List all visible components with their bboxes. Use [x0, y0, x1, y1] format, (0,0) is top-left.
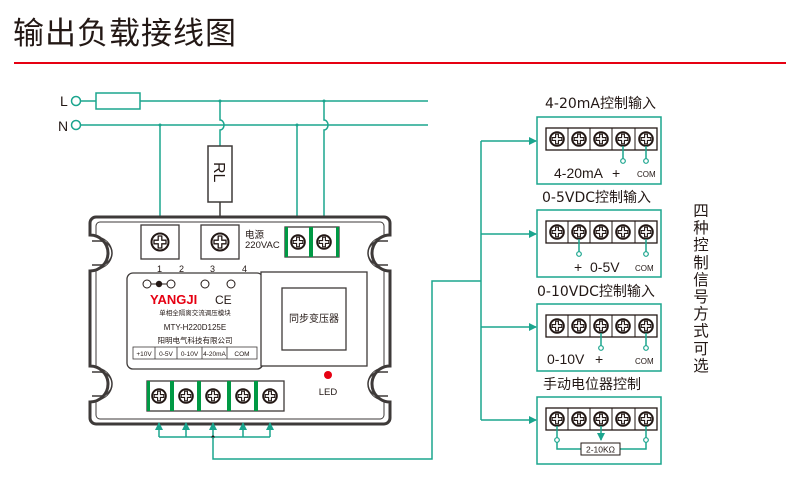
side-note-char: 号 [693, 288, 709, 307]
power-label: 电源 [245, 229, 265, 241]
signal-screw-terminal[interactable] [235, 388, 251, 404]
legend-cell: +10V [136, 351, 152, 358]
plus-label: + [612, 165, 620, 181]
terminal-number: 4 [242, 264, 247, 274]
side-note-char: 选 [693, 356, 709, 375]
mount-slot [367, 371, 388, 397]
terminal-number: 1 [157, 264, 162, 274]
com-label: COM [637, 170, 656, 179]
power-terminal-block [284, 226, 340, 258]
screw-terminal-1[interactable] [150, 232, 170, 252]
side-note-char: 制 [693, 253, 709, 272]
terminal-number: 3 [210, 264, 215, 274]
model-number: MTY-H220D125E [164, 323, 226, 332]
legend-cell: 0-10V [181, 351, 199, 358]
legend-cell: COM [234, 351, 249, 358]
side-note-char: 方 [693, 305, 709, 324]
screw-terminal-n[interactable] [316, 234, 332, 250]
page-title: 输出负载接线图 [13, 16, 237, 52]
screw-terminal-3[interactable] [210, 232, 230, 252]
label-plate: YANGJI CE 单相全隔离交流调压模块 MTY-H220D125E 阳明电气… [126, 272, 264, 370]
signal-feed-wires [155, 137, 537, 460]
signal-screw-terminal[interactable] [151, 388, 167, 404]
panel-title: 0-5VDC控制输入 [542, 190, 651, 206]
panel-title: 4-20mA控制输入 [545, 96, 656, 112]
signal-screw-terminal[interactable] [205, 388, 221, 404]
control-panel-0-5vdc: 0-5VDC控制输入 + 0-5V COM [536, 190, 662, 278]
power-lines: L N RL [58, 92, 428, 232]
signal-screw-terminal[interactable] [262, 388, 278, 404]
company-name: 阳明电气科技有限公司 [158, 335, 233, 345]
line-label: L [60, 93, 68, 109]
signal-terminal-block [146, 380, 285, 412]
line-terminal [70, 95, 82, 107]
load-terminals: 1 2 3 4 电源 220VAC [140, 224, 280, 274]
ce-mark: CE [215, 293, 232, 307]
panel-title: 0-10VDC控制输入 [537, 284, 655, 300]
load-label: RL [210, 162, 227, 183]
side-note-char: 种 [693, 219, 709, 238]
transformer-label: 同步变压器 [289, 312, 339, 325]
legend-cell: 4-20mA [203, 351, 226, 358]
led-label: LED [319, 387, 338, 398]
com-label: COM [635, 357, 654, 366]
side-note-char: 信 [693, 270, 709, 289]
potentiometer-icon [580, 442, 621, 456]
brand-logo: YANGJI [150, 292, 197, 307]
side-note-char: 可 [693, 339, 709, 358]
neutral-label: N [58, 118, 68, 134]
control-panel-4-20ma: 4-20mA控制输入 4-20mA + COM [536, 96, 662, 185]
control-panel-0-10vdc: 0-10VDC控制输入 0-10V + COM [536, 284, 662, 372]
side-note-char: 四 [693, 202, 709, 220]
module-subtitle: 单相全隔离交流调压模块 [159, 308, 231, 317]
neutral-terminal [70, 119, 82, 131]
com-label: COM [635, 264, 654, 273]
signal-screw-terminal[interactable] [178, 388, 194, 404]
terminal-number: 2 [179, 264, 184, 274]
plus-label: + [574, 259, 582, 275]
led-indicator [324, 371, 332, 379]
power-voltage-label: 220VAC [245, 240, 280, 251]
side-note-char: 式 [693, 322, 709, 341]
screw-terminal-l[interactable] [290, 234, 306, 250]
signal-label: 4-20mA [554, 165, 604, 181]
plus-label: + [595, 351, 603, 367]
title-divider [14, 62, 786, 64]
mount-slot [367, 240, 388, 266]
signal-label: 0-5V [590, 259, 620, 275]
pot-label: 2-10KΩ [586, 445, 615, 455]
control-panel-potentiometer: 手动电位器控制 2-10KΩ [536, 377, 662, 465]
side-note-char: 控 [693, 236, 709, 255]
load-resistor [207, 145, 233, 203]
panel-title: 手动电位器控制 [543, 377, 641, 393]
side-note: 四 种 控 制 信 号 方 式 可 选 [690, 202, 712, 375]
mount-slot [92, 371, 113, 397]
legend-cell: 0-5V [159, 351, 173, 358]
sync-transformer: 同步变压器 [260, 271, 368, 367]
signal-label: 0-10V [547, 351, 585, 367]
fuse-icon [95, 92, 141, 110]
mount-slot [92, 240, 113, 266]
